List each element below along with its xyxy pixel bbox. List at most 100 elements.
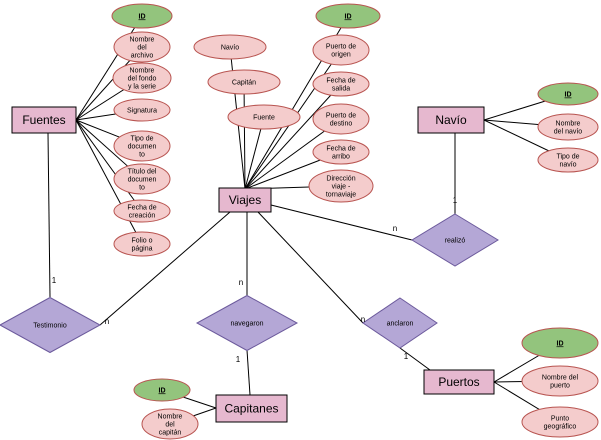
entity-puertos: Puertos [423, 369, 495, 395]
relationship-anclaron: anclaron [362, 297, 438, 349]
cardinality-label: n [393, 224, 397, 233]
attribute-oval [308, 169, 374, 203]
attr-line-fuentes-7 [75, 119, 143, 245]
attribute-oval [537, 113, 599, 141]
attribute-oval [521, 406, 599, 438]
attribute-oval [113, 31, 171, 63]
attribute-label: Fuente [253, 115, 275, 122]
attribute-oval [312, 71, 370, 97]
entity-box [215, 394, 288, 423]
attribute-label: ID [565, 92, 572, 99]
attribute-label: ID [139, 13, 146, 20]
rel-line-testimonio-viajes [99, 211, 231, 326]
attribute-oval [312, 34, 370, 66]
attribute-label: Navío [221, 45, 239, 52]
attribute-oval [537, 147, 599, 173]
entity-navio: Navío [417, 106, 485, 134]
attribute-viajes-3: ID [315, 3, 381, 29]
cardinality-label: n [361, 315, 365, 324]
entity-label: Fuentes [22, 113, 65, 127]
entity-box [11, 106, 77, 134]
relationship-label: navegaron [230, 320, 263, 327]
relationship-label: anclaron [387, 320, 414, 327]
entity-box [417, 106, 485, 134]
relationship-diamond [195, 294, 299, 352]
relationship-navegaron: navegaron [195, 294, 299, 352]
attribute-oval [227, 104, 301, 130]
cardinality-label: n [239, 278, 243, 287]
entity-viajes: Viajes [218, 187, 272, 213]
attribute-oval [141, 408, 199, 440]
entity-label: Puertos [438, 375, 479, 389]
rel-line-fuentes-testimonio [47, 132, 51, 298]
attribute-oval [207, 69, 281, 95]
attribute-fuentes-0: ID [111, 3, 173, 29]
attribute-oval [312, 103, 370, 135]
entity-fuentes: Fuentes [11, 106, 77, 134]
entity-label: Navío [435, 113, 467, 127]
attribute-label: ID [345, 13, 352, 20]
relationship-diamond [362, 297, 438, 349]
cardinality-label: 1 [453, 196, 458, 205]
entity-label: Capitanes [224, 402, 278, 416]
attribute-oval [113, 98, 171, 122]
attr-line-viajes-1 [243, 81, 246, 190]
attribute-oval [113, 199, 171, 223]
key-attribute-oval [111, 3, 173, 29]
relationship-diamond [411, 213, 499, 267]
attribute-oval [312, 139, 370, 165]
attribute-navio-0: ID [537, 82, 599, 106]
attribute-label: Signatura [127, 108, 157, 115]
key-attribute-oval [537, 82, 599, 106]
entity-label: Viajes [229, 193, 261, 207]
attribute-oval [113, 163, 171, 195]
relationship-label: realizó [445, 237, 466, 244]
relationship-diamond [0, 296, 102, 354]
attr-line-viajes-5 [244, 83, 342, 190]
rel-line-navegaron-capitanes [246, 349, 251, 396]
cardinality-label: n [105, 317, 109, 326]
relationship-realizo: realizó [411, 213, 499, 267]
entity-box [423, 369, 495, 395]
attribute-label: ID [557, 340, 564, 347]
attribute-oval [113, 130, 171, 162]
attribute-oval [113, 231, 171, 257]
attribute-oval [112, 62, 172, 94]
rel-line-viajes-anclaron [257, 211, 364, 324]
attribute-viajes-0: Navío [193, 34, 267, 60]
entity-capitanes: Capitanes [215, 394, 288, 423]
